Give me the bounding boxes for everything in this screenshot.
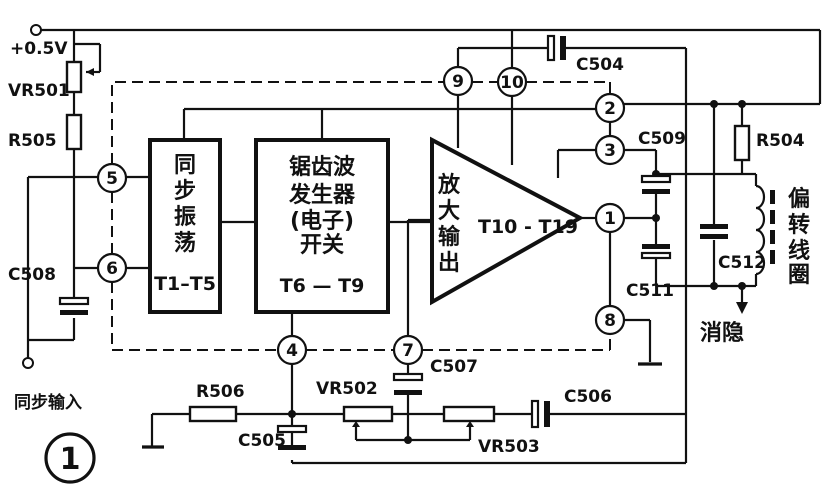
coil-char-1: 偏 [788,186,810,212]
supply-terminal [30,24,42,36]
r506-label: R506 [196,382,245,402]
blanking-output-arrow [736,300,748,314]
vr502-label: VR502 [316,379,378,399]
sync-input-label: 同步输入 [14,392,82,413]
saw-line-2: 发生器 [288,182,356,208]
pin-9: 9 [442,65,474,97]
amp-char-3: 输 [438,224,461,250]
vr503-resistor [442,405,496,427]
figure-number: 1 [60,442,81,477]
vr503-label: VR503 [478,437,540,457]
sawtooth-generator-block: 锯齿波 发生器 (电子) 开关 T6 — T9 [254,138,390,314]
saw-transistors: T6 — T9 [280,275,365,297]
osc-char-4: 荡 [174,230,196,256]
svg-text:3: 3 [604,141,616,161]
c512-label: C512 [718,253,766,273]
svg-text:1: 1 [604,209,616,229]
svg-text:9: 9 [452,72,464,92]
coil-char-3: 线 [788,238,810,264]
pin-1: 1 [594,202,626,234]
c508-capacitor [58,296,90,315]
c508-label: C508 [8,265,56,285]
c511-capacitor [640,244,672,260]
c512-capacitor [700,224,728,239]
svg-text:5: 5 [106,169,118,189]
vr501-resistor [65,60,94,94]
c506-label: C506 [564,387,612,407]
c509-capacitor [640,174,672,194]
pin-4: 4 [276,334,308,366]
saw-line-1: 锯齿波 [289,154,356,180]
amp-transistors: T10 - T19 [478,216,578,238]
coil-char-2: 转 [788,212,810,238]
pin-3: 3 [594,134,626,166]
ic-module-outline [111,81,611,351]
svg-text:4: 4 [286,341,298,361]
osc-char-3: 振 [174,205,196,230]
components [22,24,775,484]
c511-label: C511 [626,281,674,301]
c506-capacitor [530,399,550,429]
sync-oscillator-block: 同 步 振 荡 T1–T5 [148,138,222,314]
saw-line-3: (电子) [290,209,354,234]
vr501-label: VR501 [8,81,70,101]
osc-char-1: 同 [174,153,196,178]
r505-label: R505 [8,131,57,151]
r504-resistor [733,124,751,162]
pin-8: 8 [594,304,626,336]
c504-label: C504 [576,55,624,75]
svg-text:7: 7 [402,341,414,361]
vr502-resistor [342,405,394,427]
c504-capacitor [546,34,566,62]
ic-pins: 9 10 2 3 1 8 5 6 [96,65,626,366]
svg-text:10: 10 [500,73,524,93]
labels: +0.5V VR501 R505 C508 同步输入 R506 C505 VR5… [8,39,810,477]
pin-7: 7 [392,334,424,366]
saw-line-4: 开关 [300,233,344,258]
blanking-label: 消隐 [700,321,744,346]
pin-2: 2 [594,92,626,124]
c509-label: C509 [638,129,686,149]
c507-label: C507 [430,357,478,377]
amp-char-4: 出 [438,251,460,276]
pin-10: 10 [496,66,528,98]
figure-number-circle [44,432,96,484]
osc-char-2: 步 [174,178,196,204]
svg-text:8: 8 [604,311,616,331]
output-amplifier-block: 放 大 输 出 T10 - T19 [430,136,585,306]
c505-label: C505 [238,431,286,451]
wiring [26,28,822,465]
osc-transistors: T1–T5 [154,273,216,295]
r506-resistor [188,405,238,423]
amp-char-1: 放 [437,172,461,198]
svg-text:2: 2 [604,99,616,119]
coil-char-4: 圈 [788,263,810,288]
amp-char-2: 大 [438,199,460,224]
supply-voltage-label: +0.5V [10,39,68,59]
pin-5: 5 [96,162,128,194]
pin-6: 6 [96,252,128,284]
deflection-coil [755,184,775,276]
sync-input-terminal [22,357,34,369]
r504-label: R504 [756,131,805,151]
svg-text:6: 6 [106,259,118,279]
r505-resistor [65,113,83,151]
c507-capacitor [392,372,424,395]
